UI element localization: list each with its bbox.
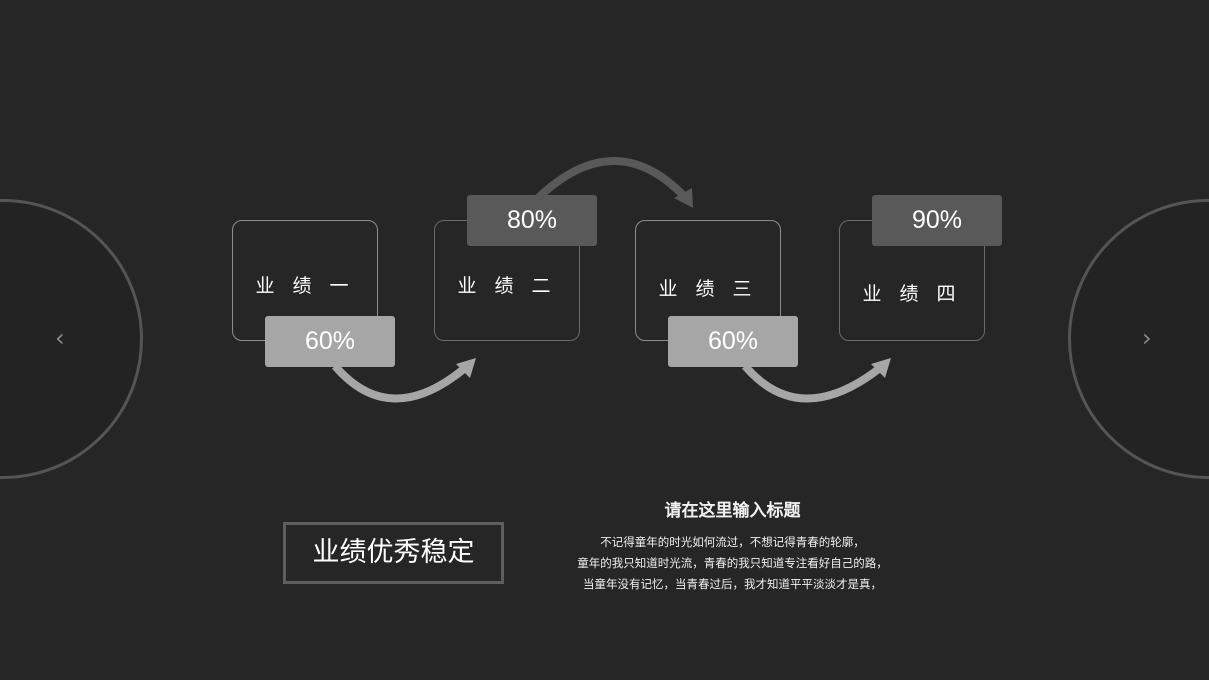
arrow-3-icon xyxy=(741,358,891,403)
description-line-1: 不记得童年的时光如何流过，不想记得青春的轮廓， xyxy=(600,535,865,549)
description-line-3: 当童年没有记忆，当青春过后，我才知道平平淡淡才是真， xyxy=(583,577,882,591)
percent-badge-2: 80% xyxy=(467,195,597,246)
section-title: 请在这里输入标题 xyxy=(664,501,801,521)
card-label: 业 绩 一 xyxy=(255,275,355,297)
chevron-right-icon[interactable]: › xyxy=(1142,324,1152,352)
card-label: 业 绩 四 xyxy=(862,283,962,305)
summary-label-box: 业绩优秀稳定 xyxy=(283,522,504,584)
description-line-2: 童年的我只知道时光流，青春的我只知道专注看好自己的路， xyxy=(577,556,888,570)
arrow-1-icon xyxy=(331,358,476,403)
chevron-left-icon[interactable]: ‹ xyxy=(55,324,65,352)
percent-badge-4: 90% xyxy=(872,195,1002,246)
percent-badge-3: 60% xyxy=(668,316,798,367)
arrow-2-icon xyxy=(535,157,693,208)
card-label: 业 绩 二 xyxy=(457,275,557,297)
card-label: 业 绩 三 xyxy=(658,278,758,300)
percent-badge-1: 60% xyxy=(265,316,395,367)
